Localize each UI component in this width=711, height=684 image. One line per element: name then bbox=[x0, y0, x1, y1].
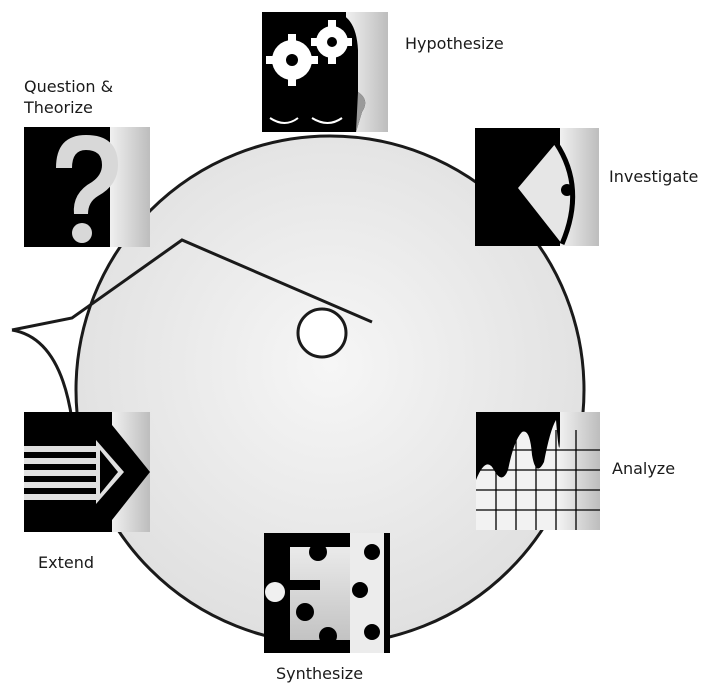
synthesize-label: Synthesize bbox=[276, 664, 364, 683]
investigate-panel bbox=[475, 128, 599, 246]
extend-panel bbox=[24, 412, 150, 532]
analyze-label: Analyze bbox=[612, 459, 676, 478]
gears-head-icon bbox=[266, 20, 352, 86]
question-mark-icon bbox=[56, 135, 118, 243]
puzzle-icon bbox=[265, 533, 390, 653]
question-label-line1: Question & bbox=[24, 77, 114, 96]
investigate-label: Investigate bbox=[609, 167, 699, 186]
hypothesize-panel bbox=[262, 12, 388, 132]
arrow-icon bbox=[24, 425, 150, 520]
question-label-line2: Theorize bbox=[24, 98, 93, 117]
eye-icon bbox=[518, 141, 576, 245]
hypothesize-label: Hypothesize bbox=[405, 34, 504, 53]
synthesize-panel bbox=[264, 533, 390, 653]
analyze-panel bbox=[476, 412, 600, 530]
extend-label: Extend bbox=[38, 553, 94, 572]
thinking-head-outline bbox=[11, 238, 373, 421]
question-panel bbox=[24, 127, 150, 247]
question-theorize-label: Question & Theorize bbox=[24, 76, 113, 118]
graph-icon bbox=[476, 420, 600, 530]
